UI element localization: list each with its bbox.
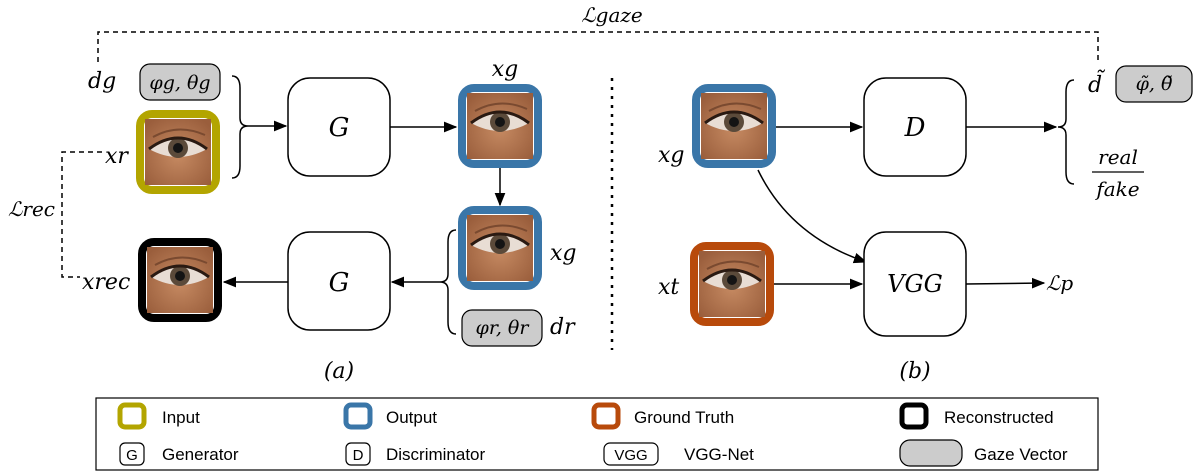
d-tilde-label: d̃ [1088,68,1106,98]
legend-output-swatch [343,402,373,430]
panel-b-caption: (b) [899,359,930,384]
arrow-vgg-to-loss [965,277,1046,289]
gaze-loss-line [97,31,1099,62]
legend-reconstructed-swatch [899,402,929,430]
rec-loss-line [61,151,102,278]
legend-d-icon-label: D [353,447,364,464]
panel-a-caption: (a) [324,359,354,384]
ground-truth-eye-image [697,249,767,319]
generator-top-label: G [329,113,350,143]
legend-generator-label: Generator [162,445,239,464]
gaze-pred-label: φ̃, θ̃ [1136,73,1173,95]
output-brace [1057,79,1075,185]
legend-ground-truth-label: Ground Truth [634,408,734,427]
dr-label: dr [550,315,576,340]
legend-gaze-swatch [899,439,963,467]
b-output-eye-image [699,91,769,161]
xg-top-label: xg [492,57,519,82]
real-label: real [1098,145,1138,169]
xt-label: xt [658,275,679,300]
legend-discriminator-label: Discriminator [386,445,486,464]
generator-bottom-label: G [329,268,350,298]
arrow-xg-to-vgg [757,169,868,264]
rec-loss-label: ℒrec [8,197,55,221]
gaze-input-pill [139,63,221,101]
gaze-r-label: φr, θr [476,317,531,339]
output-eye-image-top [465,91,535,161]
legend-vgg-net-label: VGG-Net [684,445,754,464]
b-output-eye-frame [692,84,776,168]
bottom-brace [439,229,457,335]
gaze-input-label: φg, θg [149,72,210,94]
gaze-r-pill [461,309,543,347]
legend-gaze-vector-label: Gaze Vector [974,445,1068,464]
ground-truth-eye-frame [690,242,774,326]
gaze-loss-label: ℒgaze [581,3,643,27]
generator-bottom-box [287,231,391,331]
legend-vgg-icon [603,442,659,466]
legend-vgg-icon-label: VGG [614,447,647,464]
input-eye-image [143,117,213,187]
output-eye-frame-top [458,84,542,168]
legend-reconstructed-label: Reconstructed [944,408,1054,427]
dg-label: dg [88,69,116,94]
legend-g-icon-label: G [126,447,138,464]
input-eye-frame [136,110,220,194]
input-brace [231,75,249,179]
legend-d-icon [345,442,371,466]
reconstructed-eye-image [145,245,215,315]
output-eye-image-mid [465,213,535,283]
perceptual-loss-label: ℒp [1046,271,1073,295]
discriminator-label: D [904,113,926,143]
b-xg-label: xg [658,143,685,168]
legend-input-label: Input [162,408,200,427]
xrec-label: xrec [82,270,130,295]
xg-mid-label: xg [550,241,577,266]
output-eye-frame-mid [458,206,542,290]
reconstructed-eye-frame [138,238,222,322]
gaze-pred-pill [1115,65,1193,103]
vgg-label: VGG [887,270,943,298]
legend-g-icon [119,442,145,466]
fake-label: fake [1094,177,1139,201]
xr-label: xr [105,144,129,169]
legend-input-swatch [117,402,147,430]
legend-output-label: Output [386,408,437,427]
legend-ground-truth-swatch [591,402,621,430]
